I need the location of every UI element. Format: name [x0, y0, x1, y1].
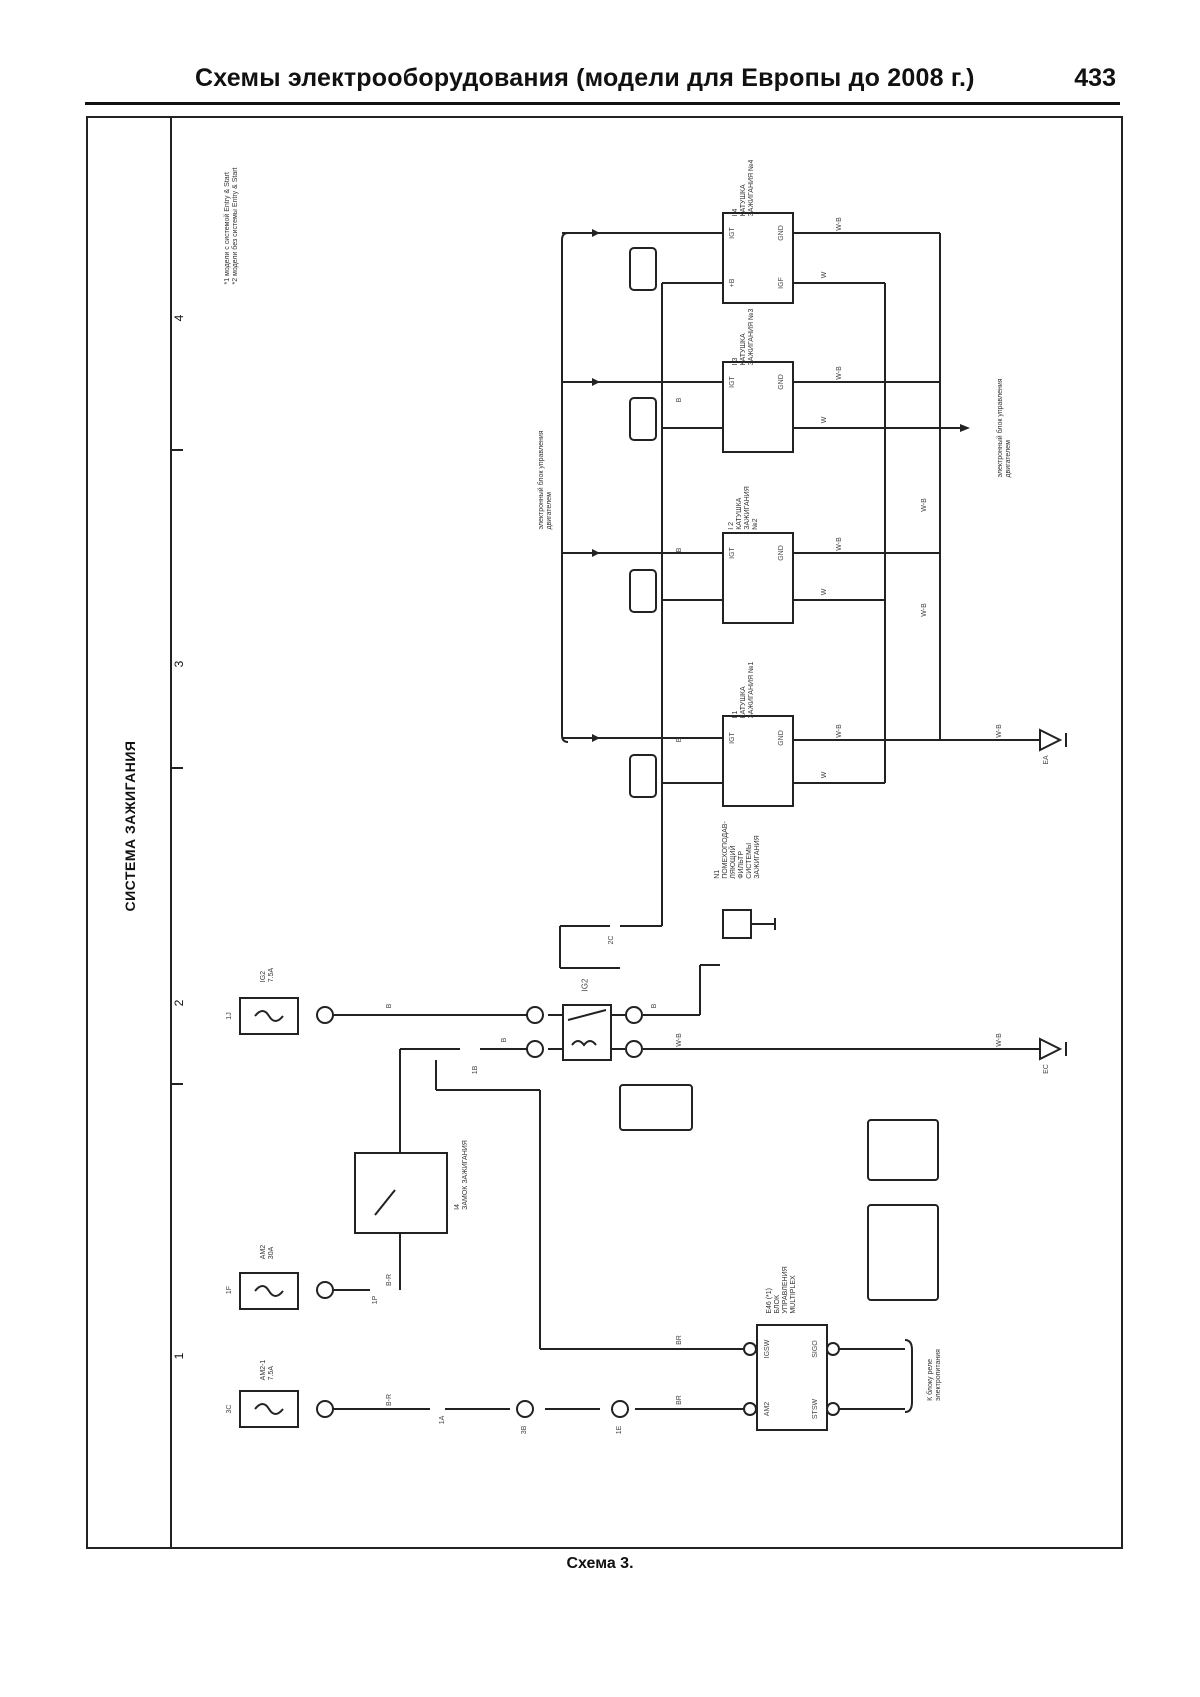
zone-tick — [171, 767, 183, 769]
pin-gnd: GND — [778, 730, 786, 746]
page-header: Схемы электрооборудования (модели для Ев… — [85, 60, 1120, 105]
connector-tag: 1F — [226, 1285, 234, 1295]
page-header-title: Схемы электрооборудования (модели для Ев… — [195, 64, 975, 92]
wire-label-wb: W-B — [836, 537, 844, 551]
ignition-switch — [354, 1152, 448, 1234]
ig2-relay — [562, 1004, 612, 1061]
wire-label-wb: W-B — [921, 498, 929, 512]
connector-tag: 1P — [372, 1295, 380, 1305]
fuse-am2 — [239, 1272, 299, 1310]
coil-connector-1 — [629, 754, 657, 798]
wire-label-wb: W-B — [836, 724, 844, 738]
pin-igf: IGF — [778, 277, 786, 289]
wire-label-w: W — [821, 588, 829, 596]
pin-igt: IGT — [729, 547, 737, 559]
fuse-am2-1 — [239, 1390, 299, 1428]
zone-tick — [171, 449, 183, 451]
ecu-pin-sigo: SIGO — [812, 1340, 820, 1358]
relay-label: IG2 — [580, 978, 590, 992]
ground-label-ea: EA — [1043, 755, 1051, 765]
coil-connector-2 — [629, 569, 657, 613]
connector-tag: 3B — [521, 1425, 529, 1435]
wire-label-w: W — [821, 416, 829, 424]
ground-ec — [1039, 1037, 1063, 1061]
connector-tag: 3C — [226, 1404, 234, 1414]
wire-label-w: W — [821, 271, 829, 279]
ecu-pin-igsw: IGSW — [764, 1339, 772, 1359]
pin-plus-b: +B — [729, 278, 737, 288]
coil-connector-3 — [629, 397, 657, 441]
wire-label-b: B — [501, 1037, 509, 1043]
pin-igt: IGT — [729, 227, 737, 239]
connector-i1-view — [619, 1084, 693, 1131]
ground-ea — [1039, 728, 1063, 752]
ecu-pin-am2: AM2 — [764, 1401, 772, 1417]
ignition-coil-3 — [722, 361, 794, 453]
figure-caption: Схема 3. — [566, 1555, 634, 1572]
connector-tag: 1B — [472, 1065, 480, 1075]
wire-label-b: B — [386, 1003, 394, 1009]
ecu-left-bracket — [561, 232, 569, 743]
ground-label-ec: EC — [1043, 1064, 1051, 1074]
connector-tag: 1E — [616, 1425, 624, 1435]
wire-label-wb: W-B — [996, 1033, 1004, 1047]
wire-label-b-r: B-R — [386, 1273, 394, 1287]
connector-tag: 1A — [439, 1415, 447, 1425]
page-number: 433 — [1074, 64, 1116, 92]
wire-label-b: B — [651, 1003, 659, 1009]
pin-igt: IGT — [729, 376, 737, 388]
wire-label-wb: W-B — [676, 1033, 684, 1047]
connector-tag: 1J — [226, 1012, 234, 1020]
coil-connector-4 — [629, 247, 657, 291]
wire-label-wb: W-B — [996, 724, 1004, 738]
pin-gnd: GND — [778, 545, 786, 561]
ignition-coil-2 — [722, 532, 794, 624]
fuse-ig2 — [239, 997, 299, 1035]
diagram-frame — [86, 116, 1123, 1549]
wire-label-wb: W-B — [836, 217, 844, 231]
noise-filter — [722, 909, 752, 939]
connector-view-b — [867, 1204, 939, 1301]
wire-label-wb: W-B — [836, 366, 844, 380]
wire-label-b: B — [676, 737, 684, 743]
connector-view-a — [867, 1119, 939, 1181]
wire-label-b: B — [676, 397, 684, 403]
multiplex-ecu — [756, 1324, 828, 1431]
ecu-pin-stsw: STSW — [812, 1398, 820, 1420]
connector-tag: 2C — [608, 935, 616, 945]
pin-gnd: GND — [778, 374, 786, 390]
pin-igt: IGT — [729, 732, 737, 744]
pin-gnd: GND — [778, 225, 786, 241]
wire-label-br: BR — [676, 1335, 684, 1345]
zone-tick — [171, 1083, 183, 1085]
frame-divider — [170, 116, 172, 1547]
ignition-coil-4 — [722, 212, 794, 304]
wire-label-wb: W-B — [921, 603, 929, 617]
wire-label-br: BR — [676, 1395, 684, 1405]
wire-label-w: W — [821, 771, 829, 779]
wire-label-b-r: B-R — [386, 1393, 394, 1407]
ignition-coil-1 — [722, 715, 794, 807]
wire-label-b: B — [676, 547, 684, 553]
